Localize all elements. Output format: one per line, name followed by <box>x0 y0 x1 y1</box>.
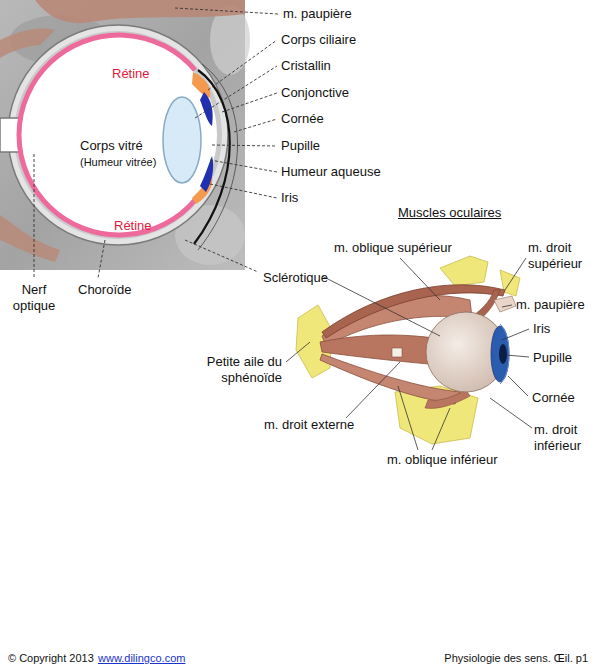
part-label: Rétine <box>114 218 152 234</box>
part-label: Corps ciliaire <box>281 32 356 48</box>
part-label: Conjonctive <box>281 85 349 101</box>
part-label: Iris <box>533 321 550 337</box>
part-label: m. oblique inférieur <box>387 452 498 468</box>
part-label: Pupille <box>533 350 572 366</box>
part-label: Cristallin <box>281 58 331 74</box>
eye-section <box>0 0 250 270</box>
copyright: © Copyright 2013 <box>8 652 94 665</box>
part-label: Corps vitré <box>80 138 143 154</box>
part-label: m. droit externe <box>264 417 354 433</box>
part-label: m. droit inférieur <box>534 422 592 453</box>
part-label: Rétine <box>112 66 150 82</box>
section-heading: Muscles oculaires <box>398 205 501 221</box>
part-label: Humeur aqueuse <box>281 164 381 180</box>
part-label: m. droit supérieur <box>528 240 590 271</box>
part-label: Cornée <box>281 111 324 127</box>
part-label: Sclérotique <box>263 270 328 286</box>
part-label: Iris <box>281 190 298 206</box>
part-label: m. paupière <box>283 6 352 22</box>
part-label: Pupille <box>281 138 320 154</box>
part-label: m. oblique supérieur <box>334 240 452 256</box>
part-label: Nerf optique <box>8 282 60 313</box>
leader-lines <box>34 8 278 278</box>
part-label: Choroïde <box>78 282 131 298</box>
part-label: Cornée <box>532 390 575 406</box>
website-link: www.dilingco.com <box>98 652 185 665</box>
part-label: (Humeur vitrée) <box>80 156 156 169</box>
part-label: Petite aile du sphénoïde <box>190 354 282 385</box>
page-footer: Physiologie des sens. Œil. p1 <box>444 652 588 665</box>
part-label: m. paupière <box>516 297 585 313</box>
eye-muscles-illustration <box>296 256 520 444</box>
